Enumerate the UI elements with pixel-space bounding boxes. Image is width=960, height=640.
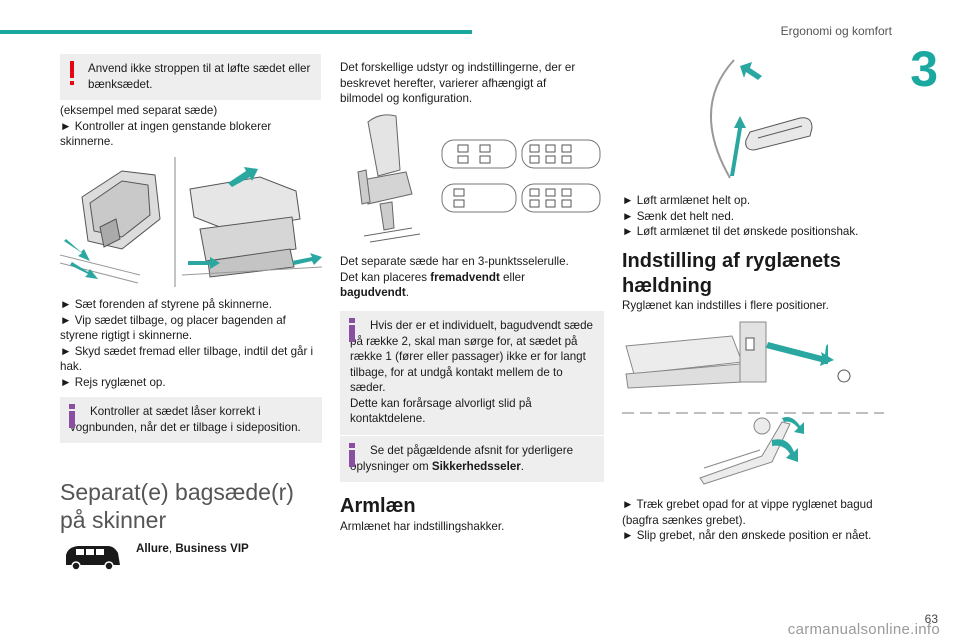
armrest-illustration [700,58,820,182]
armrest-steps: ► Løft armlænet helt op. ► Sænk det helt… [622,193,892,240]
warning-text: Anvend ikke stroppen til at løfte sædet … [88,62,311,91]
text-fragment: eller [499,270,525,284]
arrow-icon [730,62,762,176]
intro-line: (eksempel med separat sæde) [60,104,218,117]
person-recline-drawing [699,417,791,485]
step-item: ► Rejs ryglænet op. [60,375,166,389]
info-icon [66,403,78,429]
arrow-icon [188,167,322,269]
seat-text: Det separate sæde har en 3-punktsselerul… [340,255,569,268]
armrest-heading: Armlæn [340,495,416,517]
header-accent-bar [0,30,472,34]
step-item: ► Træk grebet opad for at vippe ryglænet… [622,498,873,527]
seat-description: Det separate sæde har en 3-punktsselerul… [340,254,590,301]
recline-steps: ► Træk grebet opad for at vippe ryglænet… [622,497,892,544]
seat-drawing [357,114,421,243]
info-icon [346,442,358,468]
page-number: 63 [924,612,938,626]
version-labels: Allure, Business VIP [136,541,249,557]
version-label: Business VIP [175,542,249,555]
step-item: ► Skyd sædet fremad eller tilbage, indti… [60,344,314,374]
version-row: Allure, Business VIP [60,537,322,573]
seat-orientation-text: Det kan placeres fremadvendt eller bagud… [340,270,590,301]
seat-drawing [625,321,767,389]
intro-text: (eksempel med separat sæde) ► Kontroller… [60,103,322,150]
orientation-backward: bagudvendt [340,286,406,299]
intro-line: ► Kontroller at ingen genstande blokerer… [60,119,272,149]
armrest-text: Armlænet har indstillingshakker. [340,520,505,533]
step-item: ► Sænk det helt ned. [622,209,735,223]
warning-box: Anvend ikke stroppen til at løfte sædet … [60,54,321,100]
arrow-icon [766,342,834,366]
text-fragment: Det kan placeres [340,270,431,284]
version-label: Allure [136,542,169,555]
arrow-icon [772,417,804,462]
info-box-seatbelts: Se det pågældende afsnit for yderligere … [340,436,604,482]
info-text: Se det pågældende afsnit for yderligere … [350,443,594,474]
info-box-lock: Kontroller at sædet låser korrekt i vogn… [60,397,322,443]
step-item: ► Løft armlænet helt op. [622,194,751,207]
info-text: Dette kan forårsage alvorligt slid på ko… [350,396,532,426]
seat-left-drawing [60,170,161,284]
van-layout-diagram [441,139,601,213]
text-fragment: . [405,286,409,299]
info-icon [346,317,358,343]
step-item: ► Sæt forenden af styrene på skinnerne. [60,298,272,311]
seat-rail-illustration [60,157,322,287]
col2-intro: Det forskellige udstyr og indstillingern… [340,61,576,105]
van-icon [62,543,122,573]
recline-heading: Indstilling af ryglænets hældning [622,250,841,297]
version-separator: , [168,542,176,555]
step-item: ► Løft armlænet til det ønskede position… [622,225,859,238]
recline-illustration [622,318,884,488]
lever-drawing [745,337,851,383]
watermark: carmanualsonline.info [787,621,940,638]
exclamation-warning-icon [66,60,78,86]
install-steps: ► Sæt forenden af styrene på skinnerne. … [60,297,322,390]
info-text: Kontroller at sædet låser korrekt i vogn… [70,405,301,434]
section-heading: Separat(e) bagsæde(r) på skinner [60,479,294,533]
seat-config-illustration [350,110,605,250]
armrest-drawing [745,117,813,151]
chapter-number: 3 [910,41,938,97]
section-title: Ergonomi og komfort [780,24,892,38]
step-item: ► Slip grebet, når den ønskede position … [622,529,872,542]
seat-layout-icons [453,144,572,208]
arrow-icon [64,239,98,279]
step-item: ► Vip sædet tilbage, og placer bagenden … [60,313,286,343]
text-fragment: . [520,459,525,473]
seatbelt-reference: Sikkerhedsseler [431,459,521,473]
seat-right-drawing [181,176,322,278]
info-box-row2: Hvis der er et individuelt, bagudvendt s… [340,311,604,435]
orientation-forward: fremadvendt [430,270,500,284]
recline-text: Ryglænet kan indstilles i flere position… [622,299,829,312]
text-fragment: Se det pågældende afsnit for yderligere … [350,444,574,473]
info-text: Hvis der er et individuelt, bagudvendt s… [350,319,593,394]
